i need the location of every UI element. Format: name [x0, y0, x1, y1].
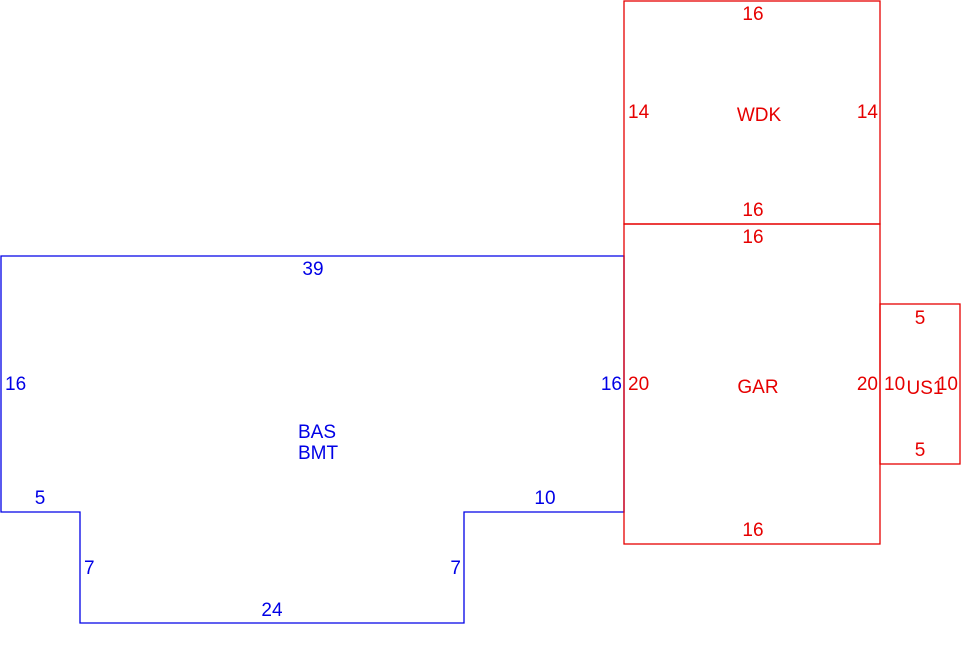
- bmt-label: BMT: [298, 443, 339, 464]
- bas-dim-right: 16: [601, 374, 622, 395]
- bas-dim-bottom: 24: [261, 600, 283, 621]
- bas-dim-notch-left: 7: [84, 558, 95, 579]
- us1-label: US1: [907, 378, 944, 399]
- bas-dim-bottom-left: 5: [35, 488, 46, 509]
- bas-dim-top: 39: [302, 259, 323, 280]
- wdk-dim-top: 16: [742, 4, 763, 25]
- us1-dim-top: 5: [915, 308, 926, 329]
- gar-dim-right: 20: [857, 374, 878, 395]
- gar-dim-bottom: 16: [742, 520, 763, 541]
- area-wdk: 16 14 14 16 WDK: [623, 0, 881, 225]
- area-bas: 39 16 16 5 10 7 7 24 BAS BMT: [0, 255, 625, 624]
- bas-dim-notch-right: 7: [450, 558, 461, 579]
- area-us1: 5 10 10 5 US1: [879, 303, 961, 465]
- bas-label: BAS: [298, 422, 336, 443]
- bas-dim-left: 16: [5, 374, 26, 395]
- us1-dim-bottom: 5: [915, 440, 926, 461]
- gar-dim-left: 20: [628, 374, 649, 395]
- us1-dim-left: 10: [884, 374, 905, 395]
- wdk-dim-left: 14: [628, 102, 650, 123]
- wdk-label: WDK: [737, 105, 782, 126]
- area-gar: 16 20 20 16 GAR: [623, 223, 881, 545]
- us1-dim-right: 10: [937, 374, 958, 395]
- gar-label: GAR: [737, 377, 778, 398]
- bas-dim-bottom-right: 10: [534, 488, 555, 509]
- wdk-dim-bottom: 16: [742, 200, 763, 221]
- us1-outline: [879, 303, 961, 465]
- wdk-dim-right: 14: [857, 102, 879, 123]
- gar-dim-top: 16: [742, 227, 763, 248]
